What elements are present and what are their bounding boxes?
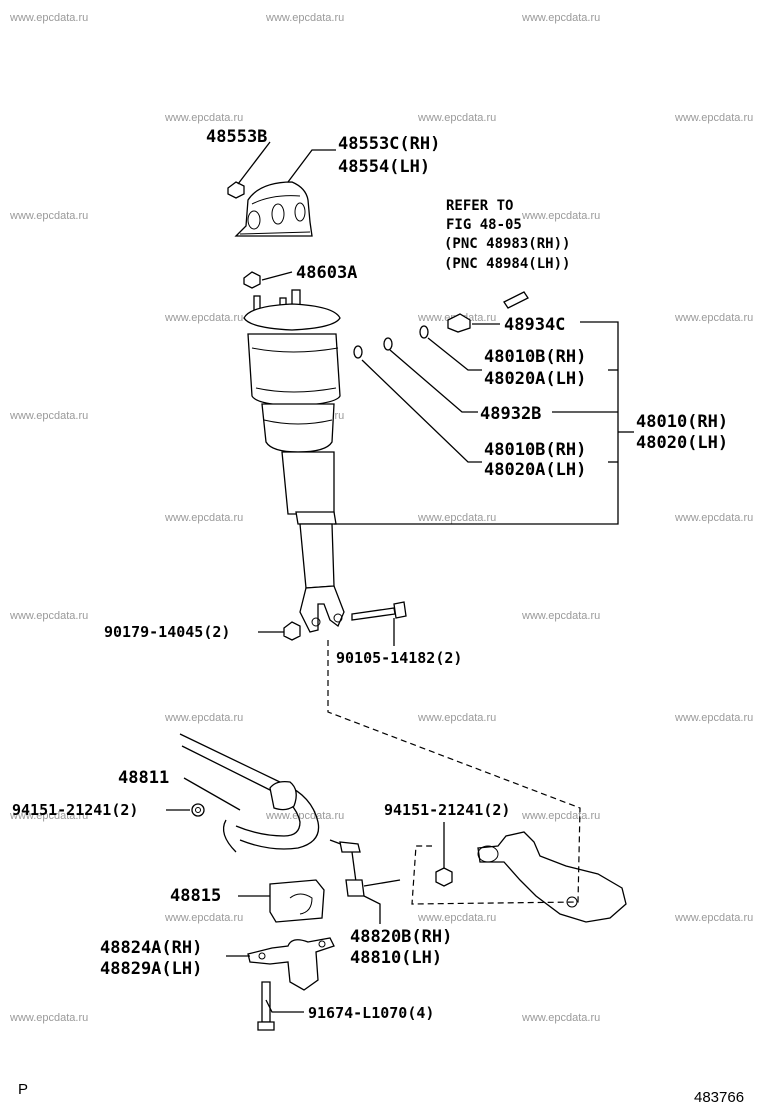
label-48932b[interactable]: 48932B: [480, 404, 541, 424]
label-48010-rh[interactable]: 48010(RH): [636, 412, 728, 432]
watermark: www.epcdata.ru: [521, 210, 600, 222]
watermark: www.epcdata.ru: [674, 512, 753, 524]
watermark-layer: www.epcdata.ru www.epcdata.ru www.epcdat…: [9, 12, 753, 1024]
label-48829a-lh[interactable]: 48829A(LH): [100, 959, 202, 979]
label-94151-right[interactable]: 94151-21241(2): [384, 801, 510, 819]
label-90179[interactable]: 90179-14045(2): [104, 623, 230, 641]
bolt-90105-drawing: [351, 601, 407, 621]
watermark: www.epcdata.ru: [164, 512, 243, 524]
stabilizer-bar-drawing: [179, 733, 320, 853]
bolt-91674-drawing: [257, 981, 275, 1031]
watermark: www.epcdata.ru: [265, 12, 344, 24]
watermark: www.epcdata.ru: [521, 610, 600, 622]
label-48553b[interactable]: 48553B: [206, 127, 267, 147]
nut-48553b-drawing: [227, 181, 245, 199]
watermark: www.epcdata.ru: [521, 810, 600, 822]
stabilizer-link-drawing: [329, 839, 401, 897]
label-48824a-rh[interactable]: 48824A(RH): [100, 938, 202, 958]
watermark: www.epcdata.ru: [417, 712, 496, 724]
watermark: www.epcdata.ru: [164, 912, 243, 924]
o-ring-parts: [353, 291, 529, 359]
watermark: www.epcdata.ru: [674, 912, 753, 924]
watermark: www.epcdata.ru: [674, 112, 753, 124]
watermark: www.epcdata.ru: [674, 312, 753, 324]
corner-letter: P: [18, 1081, 28, 1098]
watermark: www.epcdata.ru: [9, 1012, 88, 1024]
watermark: www.epcdata.ru: [164, 312, 243, 324]
label-48010b-rh-lower[interactable]: 48010B(RH): [484, 440, 586, 460]
label-48820b-rh[interactable]: 48820B(RH): [350, 927, 452, 947]
watermark: www.epcdata.ru: [9, 810, 88, 822]
nut-48603a-drawing: [243, 271, 261, 289]
label-90105[interactable]: 90105-14182(2): [336, 649, 462, 667]
label-48603a[interactable]: 48603A: [296, 263, 357, 283]
label-48010b-rh-upper[interactable]: 48010B(RH): [484, 347, 586, 367]
label-48810-lh[interactable]: 48810(LH): [350, 948, 442, 968]
part-labels: 48553B 48553C(RH) 48554(LH) REFER TO FIG…: [12, 127, 728, 1022]
assembly-dashed-outline: [327, 640, 581, 905]
watermark: www.epcdata.ru: [164, 712, 243, 724]
lower-arm-drawing: [477, 831, 627, 923]
shock-absorber-drawing: [243, 289, 345, 633]
label-94151-left[interactable]: 94151-21241(2): [12, 801, 138, 819]
watermark: www.epcdata.ru: [9, 210, 88, 222]
watermark: www.epcdata.ru: [417, 912, 496, 924]
refer-line-2: FIG 48-05: [446, 217, 522, 233]
nut-94151-left-drawing: [191, 803, 205, 817]
label-48020a-lh-lower[interactable]: 48020A(LH): [484, 460, 586, 480]
watermark: www.epcdata.ru: [521, 12, 600, 24]
bushing-48815-drawing: [269, 879, 325, 923]
label-48934c[interactable]: 48934C: [504, 315, 565, 335]
label-48553c-rh[interactable]: 48553C(RH): [338, 134, 440, 154]
label-48020-lh[interactable]: 48020(LH): [636, 433, 728, 453]
nut-94151-right-drawing: [435, 867, 453, 887]
label-91674[interactable]: 91674-L1070(4): [308, 1004, 434, 1022]
watermark: www.epcdata.ru: [674, 712, 753, 724]
watermark: www.epcdata.ru: [417, 512, 496, 524]
refer-line-4: (PNC 48984(LH)): [444, 256, 570, 272]
label-48554-lh[interactable]: 48554(LH): [338, 157, 430, 177]
watermark: www.epcdata.ru: [9, 410, 88, 422]
refer-line-3: (PNC 48983(RH)): [444, 236, 570, 252]
bracket-48824a-drawing: [247, 937, 335, 991]
leader-lines: [166, 141, 634, 1013]
watermark: www.epcdata.ru: [521, 1012, 600, 1024]
label-48811[interactable]: 48811: [118, 768, 169, 788]
label-48020a-lh-upper[interactable]: 48020A(LH): [484, 369, 586, 389]
watermark: www.epcdata.ru: [164, 112, 243, 124]
nut-90179-drawing: [283, 621, 301, 641]
label-48815[interactable]: 48815: [170, 886, 221, 906]
watermark: www.epcdata.ru: [265, 810, 344, 822]
watermark: www.epcdata.ru: [9, 12, 88, 24]
figure-number: 483766: [694, 1089, 744, 1106]
watermark: www.epcdata.ru: [9, 610, 88, 622]
watermark: www.epcdata.ru: [417, 112, 496, 124]
support-cover-drawing: [234, 181, 313, 237]
refer-line-1: REFER TO: [446, 198, 513, 214]
